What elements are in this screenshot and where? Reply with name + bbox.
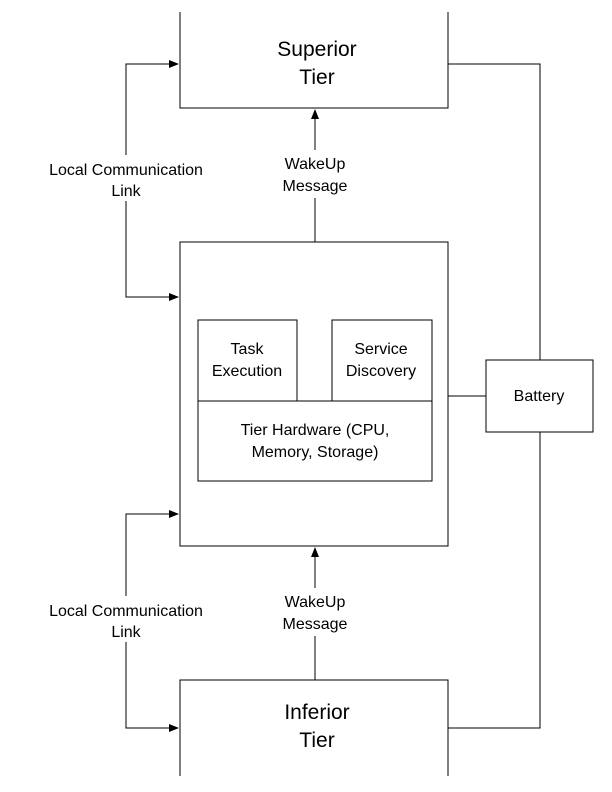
service-discovery-label-line1: Service	[354, 341, 407, 358]
wakeup-bottom-label-bg	[270, 588, 360, 636]
wakeup-bottom-label-line1: WakeUp	[285, 594, 346, 611]
battery-box: Battery	[485, 359, 594, 433]
tier-hardware-box: Tier Hardware (CPU, Memory, Storage)	[197, 400, 433, 482]
wakeup-bottom-label-line2: Message	[283, 616, 348, 633]
task-execution-label-line2: Execution	[212, 363, 282, 380]
inferior-tier-label-line2: Tier	[299, 729, 334, 752]
battery-to-inferior-line	[448, 432, 541, 729]
local-link-top-label-line1: Local Communication	[49, 162, 203, 179]
local-link-top-to-current	[125, 64, 179, 301]
local-link-bottom-to-inferior	[125, 514, 179, 732]
battery-to-superior-line	[448, 63, 541, 360]
wakeup-top-label-line1: WakeUp	[285, 156, 346, 173]
service-discovery-box: Service Discovery	[331, 319, 433, 402]
service-discovery-label-line2: Discovery	[346, 363, 416, 380]
task-execution-label-line1: Task	[231, 341, 265, 358]
tier-hardware-label-line1: Tier Hardware (CPU,	[241, 422, 390, 439]
local-link-top-label-line2: Link	[111, 183, 141, 200]
local-link-bottom-label-line2: Link	[111, 624, 141, 641]
battery-label: Battery	[514, 388, 565, 405]
task-execution-box: Task Execution	[197, 319, 298, 402]
local-link-top-label-bg	[36, 155, 216, 201]
local-link-bottom-label-bg	[36, 596, 216, 642]
superior-tier-label-line2: Tier	[299, 66, 334, 89]
tier-hardware-label-line2: Memory, Storage)	[252, 444, 379, 461]
inferior-tier-label-line1: Inferior	[284, 701, 349, 724]
superior-tier-box: Superior Tier	[179, 12, 449, 109]
wakeup-top-label-line2: Message	[283, 178, 348, 195]
wakeup-top-label-bg	[270, 150, 360, 198]
local-link-bottom-label-line1: Local Communication	[49, 603, 203, 620]
superior-tier-label-line1: Superior	[277, 38, 356, 61]
inferior-tier-box: Inferior Tier	[179, 679, 449, 776]
